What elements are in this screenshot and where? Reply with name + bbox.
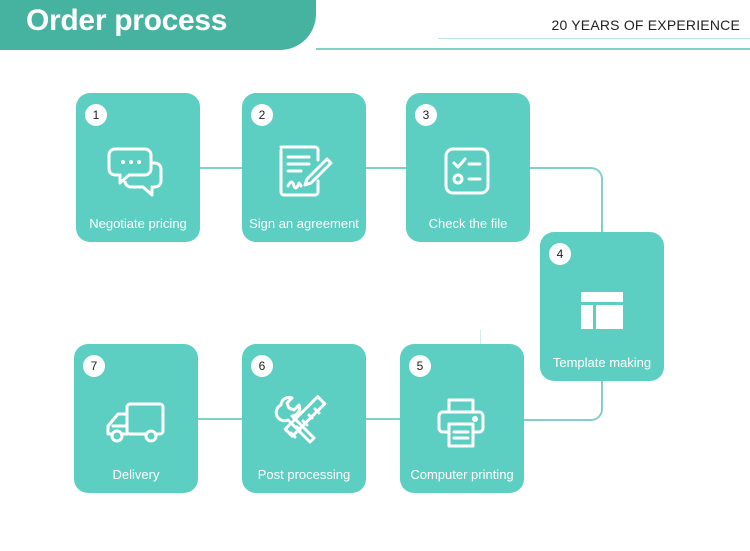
experience-tagline: 20 YEARS OF EXPERIENCE [551,17,740,33]
step-label: Negotiate pricing [89,216,187,231]
step-card-7: 7 Delivery [74,344,198,493]
connector-6-7 [198,418,242,420]
connector-2-3 [366,167,407,169]
step-card-6: 6 Post processing [242,344,366,493]
connector-4-5 [522,381,603,421]
step-label: Check the file [428,216,508,231]
checklist-icon [437,141,497,201]
step-number: 7 [83,355,105,377]
connector-3-4 [528,167,603,235]
tools-icon [273,392,333,452]
connector-stub [480,330,481,344]
header-subline [438,38,750,39]
title-banner: Order process [0,0,316,50]
step-label: Sign an agreement [249,216,359,231]
step-card-4: 4 Template making [540,232,664,381]
connector-5-6 [366,418,401,420]
layout-template-icon [571,280,631,340]
step-card-5: 5 Computer printing [400,344,524,493]
chat-bubbles-icon [107,141,167,201]
step-number: 5 [409,355,431,377]
step-number: 4 [549,243,571,265]
step-card-2: 2 Sign an agreement [242,93,366,242]
connector-1-2 [200,167,243,169]
step-number: 1 [85,104,107,126]
page-title: Order process [26,4,228,37]
step-card-1: 1 Negotiate pricing [76,93,200,242]
step-number: 3 [415,104,437,126]
step-number: 6 [251,355,273,377]
contract-sign-icon [273,141,333,201]
step-label: Delivery [112,467,160,482]
printer-icon [431,392,491,452]
header-divider [316,48,750,50]
step-label: Template making [552,355,652,370]
step-card-3: 3 Check the file [406,93,530,242]
truck-icon [105,392,165,452]
step-label: Post processing [257,467,351,482]
step-label: Computer printing [410,467,514,482]
step-number: 2 [251,104,273,126]
